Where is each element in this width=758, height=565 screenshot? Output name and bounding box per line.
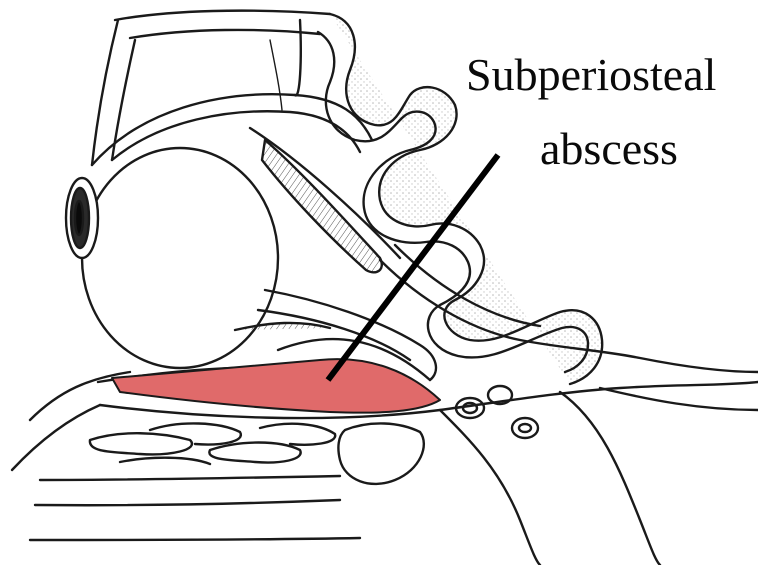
- ethmoid-cells: [440, 386, 758, 565]
- frontal-bone: [92, 11, 330, 165]
- label-line-2: abscess: [540, 126, 678, 172]
- label-line-1: Subperiosteal: [466, 52, 716, 98]
- eyeball: [82, 148, 278, 368]
- iris: [66, 178, 98, 258]
